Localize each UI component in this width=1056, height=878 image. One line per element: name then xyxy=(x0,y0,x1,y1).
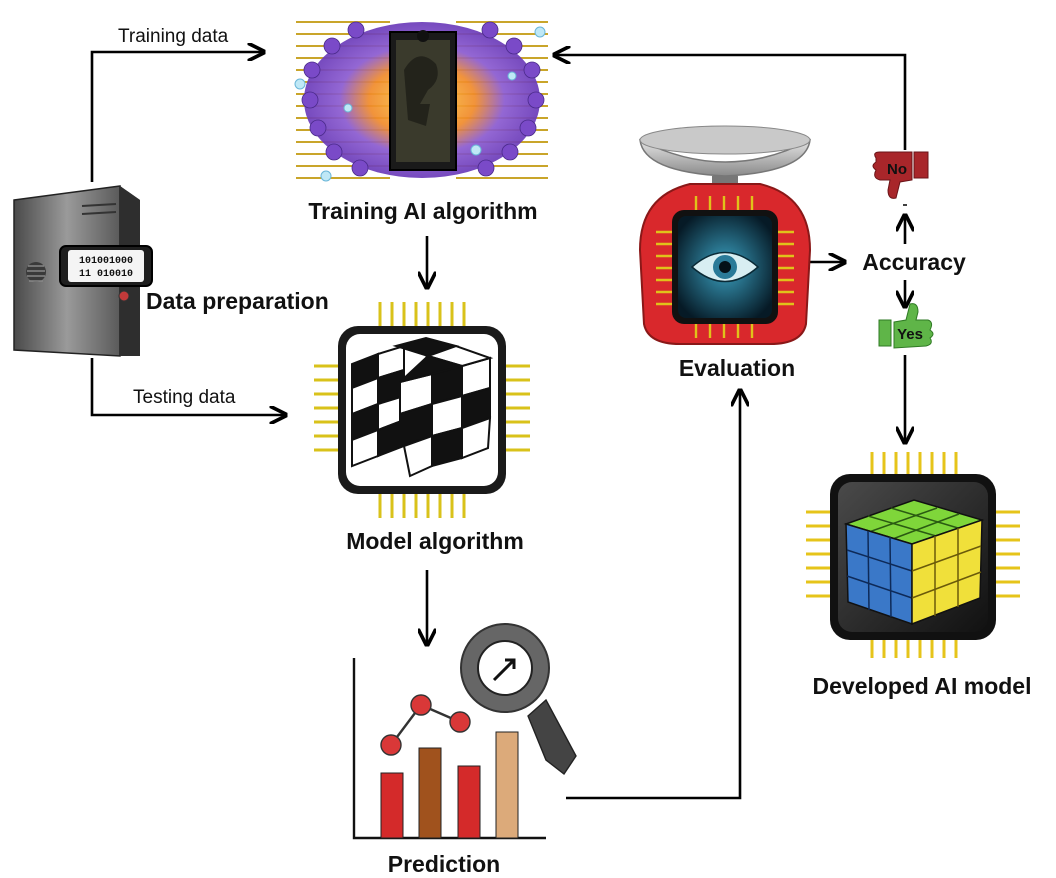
label-training-data: Training data xyxy=(118,26,229,47)
bar-chart-magnifier-icon xyxy=(352,623,577,840)
scale-eye-chip-icon xyxy=(638,125,812,345)
arrow-server-to-training xyxy=(90,52,262,182)
label-yes: Yes xyxy=(897,326,923,343)
colored-cube-chip-icon xyxy=(806,452,1020,658)
arrow-server-to-model xyxy=(90,358,284,415)
label-accuracy: Accuracy xyxy=(862,249,966,275)
thumbs-down-icon xyxy=(872,151,929,199)
label-evaluation: Evaluation xyxy=(679,355,795,381)
connectors xyxy=(90,52,907,800)
rubiks-cube-chip-icon xyxy=(314,302,530,518)
label-prediction: Prediction xyxy=(388,851,500,877)
thumbs-up-icon xyxy=(878,303,934,349)
server-display-line2: 11 010010 xyxy=(79,269,133,280)
membrane-chip-icon xyxy=(294,21,548,182)
label-testing-data: Testing data xyxy=(133,387,236,408)
label-training-ai-algorithm: Training AI algorithm xyxy=(308,198,537,224)
server-display-line1: 101001000 xyxy=(79,256,133,267)
label-data-preparation: Data preparation xyxy=(146,288,329,314)
arrow-prediction-to-evaluation xyxy=(566,392,740,800)
server-tower-icon xyxy=(13,185,153,357)
label-no: No xyxy=(887,161,907,178)
label-developed-ai-model: Developed AI model xyxy=(813,673,1032,699)
label-model-algorithm: Model algorithm xyxy=(346,528,524,554)
arrow-no-to-training xyxy=(556,55,907,150)
